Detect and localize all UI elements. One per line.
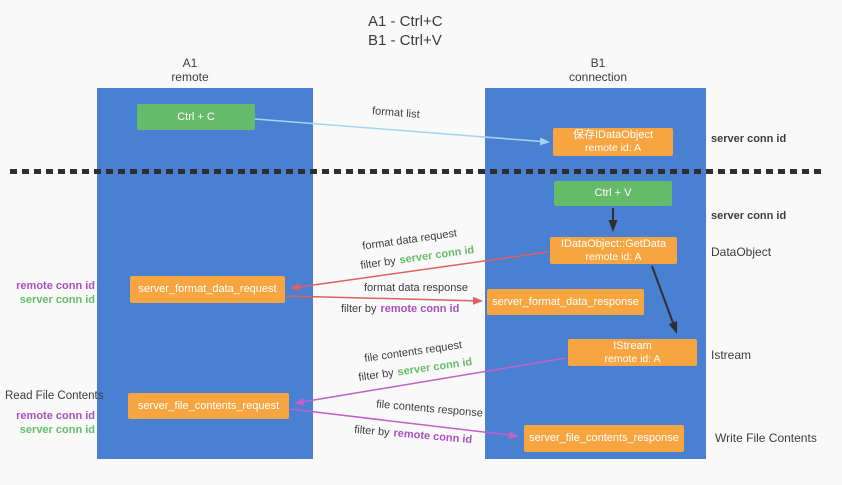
- filter-by-text: filter by: [353, 423, 391, 439]
- server-format-data-request-box: server_format_data_request: [130, 276, 285, 303]
- diagram-title: A1 - Ctrl+C B1 - Ctrl+V: [368, 12, 443, 50]
- conn-id-pair-bottom: remote conn id server conn id: [0, 409, 95, 437]
- istream-box: IStream remote id: A: [568, 339, 697, 366]
- server-file-contents-request-box: server_file_contents_request: [128, 393, 289, 419]
- conn-id-pair-top: remote conn id server conn id: [0, 279, 95, 307]
- save-dataobject-box: 保存IDataObject remote id: A: [553, 128, 673, 156]
- server-format-data-response-box: server_format_data_response: [487, 289, 644, 315]
- server-conn-id-text: server conn id: [398, 244, 475, 267]
- filter-by-text: filter by: [341, 303, 377, 315]
- server-conn-id-side-label-top: server conn id: [711, 133, 787, 145]
- ctrl-v-label: Ctrl + V: [594, 187, 632, 199]
- server-file-contents-response-label: server_file_contents_response: [529, 432, 679, 444]
- column-header-b1: B1 connection: [548, 56, 648, 84]
- title-line-1: A1 - Ctrl+C: [368, 13, 443, 30]
- title-line-2: B1 - Ctrl+V: [368, 32, 442, 49]
- phase-separator-dashed-line: [10, 169, 826, 174]
- server-file-contents-response-box: server_file_contents_response: [524, 425, 684, 452]
- column-a1-name: A1: [182, 56, 198, 70]
- getdata-box: IDataObject::GetData remote id: A: [550, 237, 677, 264]
- column-b1-role: connection: [568, 70, 628, 84]
- ctrl-c-label: Ctrl + C: [177, 110, 215, 123]
- filter-by-text: filter by: [359, 255, 397, 272]
- server-conn-id-side-label: server conn id: [19, 424, 95, 436]
- getdata-line2: remote id: A: [585, 250, 642, 263]
- column-b1-name: B1: [590, 56, 606, 70]
- ctrl-v-box: Ctrl + V: [554, 181, 672, 206]
- server-format-data-response-label: server_format_data_response: [492, 295, 639, 308]
- getdata-line1: IDataObject::GetData: [560, 237, 667, 250]
- filter-by-text: filter by: [357, 367, 395, 384]
- istream-side-label: Istream: [711, 348, 752, 362]
- server-format-data-request-label: server_format_data_request: [138, 283, 277, 295]
- server-conn-id-side-label-mid: server conn id: [711, 210, 787, 222]
- save-dataobject-line2: remote id: A: [584, 142, 642, 154]
- istream-line1: IStream: [613, 339, 652, 352]
- server-conn-id-text: server conn id: [396, 356, 473, 379]
- read-file-contents-label: Read File Contents: [5, 390, 104, 402]
- server-conn-id-side-label: server conn id: [19, 294, 95, 306]
- save-dataobject-line1: 保存IDataObject: [572, 129, 654, 141]
- ctrl-c-box: Ctrl + C: [137, 104, 255, 130]
- column-a1-role: remote: [171, 70, 209, 84]
- format-data-response-arrow: [285, 295, 483, 305]
- format-data-response-label: format data response: [364, 282, 468, 294]
- server-file-contents-request-label: server_file_contents_request: [137, 399, 280, 412]
- istream-line2: remote id: A: [604, 352, 661, 365]
- format-list-label: format list: [371, 105, 421, 121]
- dataobject-side-label: DataObject: [711, 245, 772, 259]
- column-header-a1: A1 remote: [140, 56, 240, 84]
- remote-conn-id-text: remote conn id: [380, 303, 460, 315]
- file-contents-response-label: file contents response: [375, 398, 484, 420]
- remote-conn-id-side-label: remote conn id: [16, 410, 95, 422]
- write-file-contents-label: Write File Contents: [715, 431, 817, 445]
- remote-conn-id-text: remote conn id: [393, 427, 473, 447]
- remote-conn-id-side-label: remote conn id: [16, 280, 95, 292]
